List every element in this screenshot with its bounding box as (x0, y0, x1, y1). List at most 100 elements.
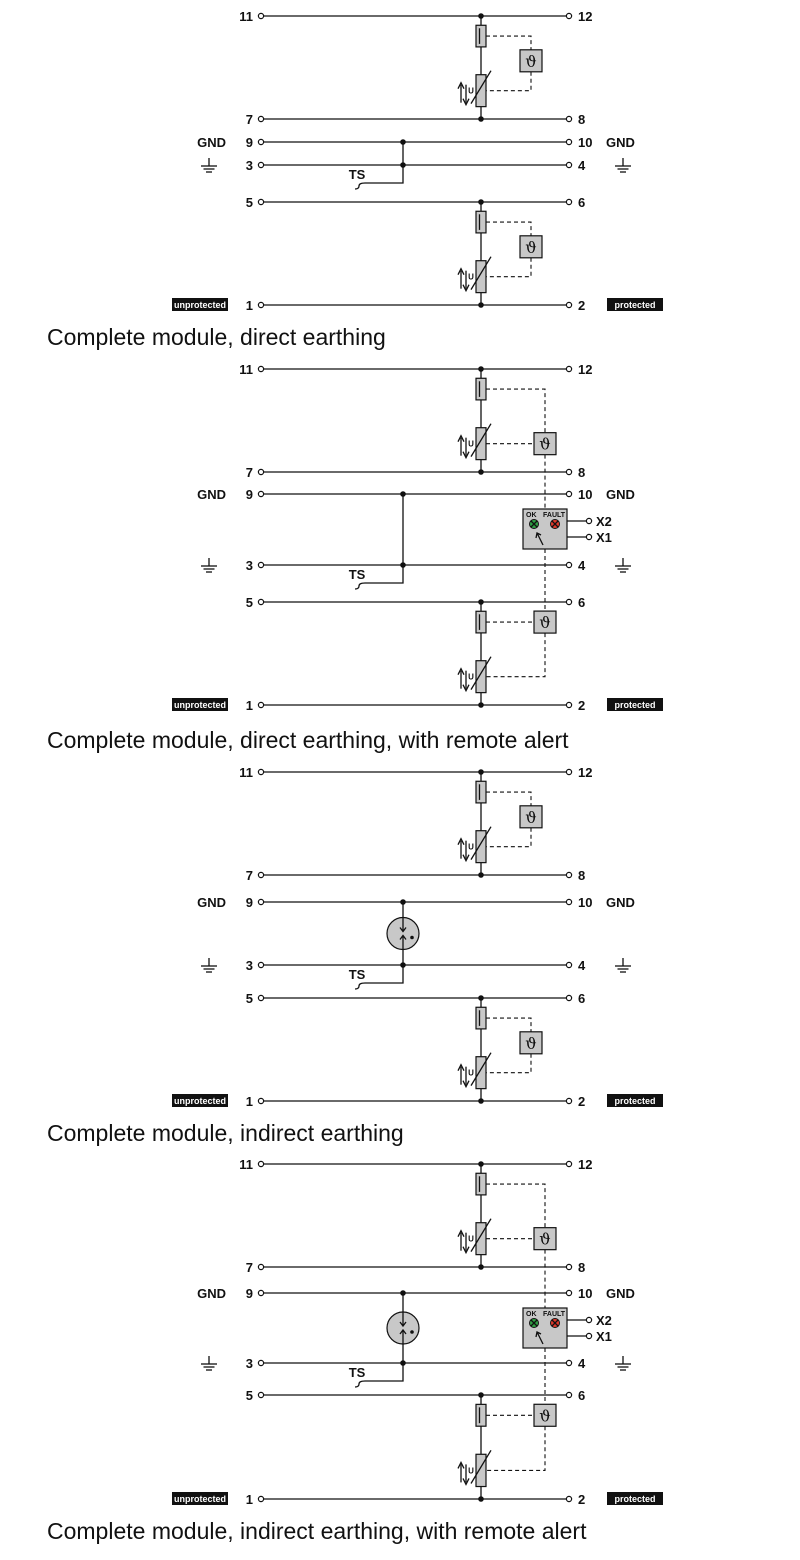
u-symbol: U (468, 1466, 474, 1475)
terminal-label-3: 3 (246, 558, 253, 573)
unprotected-tag-text: unprotected (174, 700, 226, 710)
ground-icon (201, 558, 217, 573)
protected-tag-text: protected (614, 1494, 655, 1504)
varistor-slash (470, 1218, 492, 1252)
ts-label: TS (349, 1365, 366, 1380)
terminal-7 (257, 468, 265, 476)
terminal-label-11: 11 (239, 765, 253, 780)
ts-wire (354, 165, 404, 190)
thermal-sensor-icon: ϑ (519, 235, 543, 259)
arrow-head (462, 451, 470, 460)
varistor-icon (475, 74, 487, 108)
arrow-head (457, 1229, 465, 1237)
terminal-label-10: 10 (578, 895, 592, 910)
theta-symbol: ϑ (525, 238, 536, 257)
terminal-label-2: 2 (578, 1094, 585, 1109)
terminal-3 (257, 961, 265, 969)
gdt-dot (410, 1330, 414, 1334)
terminal-label-12: 12 (578, 362, 592, 377)
terminal-1 (257, 701, 265, 709)
terminal-3 (257, 161, 265, 169)
x2-label: X2 (596, 514, 612, 529)
ok-label: OK (526, 512, 537, 519)
terminal-9 (257, 1289, 265, 1297)
terminal-6 (565, 598, 573, 606)
arrow-head (457, 667, 465, 675)
terminal-11 (257, 12, 265, 20)
thermal-sensor-box (519, 805, 543, 829)
protection-branch: U (457, 1164, 492, 1267)
gnd-label-left: GND (197, 135, 226, 150)
protected-tag-text: protected (614, 1096, 655, 1106)
protected-tag-bg (607, 698, 663, 711)
gnd-label-left: GND (197, 895, 226, 910)
unprotected-tag-text: unprotected (174, 300, 226, 310)
ts-label: TS (349, 567, 366, 582)
terminal-label-3: 3 (246, 958, 253, 973)
fuse-icon (475, 1006, 487, 1030)
thermal-sensor-icon: ϑ (533, 1227, 557, 1251)
varistor-slash (470, 423, 492, 457)
terminal-12 (565, 365, 573, 373)
u-symbol: U (468, 1069, 474, 1078)
terminal-9 (257, 138, 265, 146)
varistor-icon (475, 660, 487, 694)
varistor-icon (475, 1222, 487, 1256)
terminal-label-11: 11 (239, 9, 253, 24)
terminal-1 (257, 1097, 265, 1105)
terminal-7 (257, 871, 265, 879)
ts-switch-icon: TS (349, 565, 404, 590)
terminal-11 (257, 365, 265, 373)
terminal-label-1: 1 (246, 1094, 253, 1109)
terminal-5 (257, 198, 265, 206)
ts-label: TS (349, 167, 366, 182)
terminal-label-2: 2 (578, 298, 585, 313)
thermal-sensor-icon: ϑ (519, 805, 543, 829)
varistor-icon (475, 427, 487, 461)
terminal-8 (565, 468, 573, 476)
terminal-12 (565, 12, 573, 20)
terminal-7 (257, 1263, 265, 1271)
gnd-label-left: GND (197, 1286, 226, 1301)
terminal-11 (257, 1160, 265, 1168)
terminal-label-4: 4 (578, 558, 586, 573)
terminal-label-4: 4 (578, 958, 586, 973)
terminal-3 (257, 561, 265, 569)
ts-wire (354, 965, 404, 990)
terminal-label-3: 3 (246, 1356, 253, 1371)
terminal-label-5: 5 (246, 195, 253, 210)
unprotected-tag: unprotected (172, 1492, 228, 1505)
relay-contact (535, 1331, 544, 1345)
thermal-sensor-icon: ϑ (533, 432, 557, 456)
thermal-link-upper-fuse (486, 1183, 546, 1228)
diagram-caption: Complete module, direct earthing, with r… (47, 727, 569, 753)
ok-led-cross (530, 1319, 538, 1327)
protection-branch: U (457, 998, 492, 1101)
u-symbol: U (468, 1235, 474, 1244)
fuse-icon (475, 1403, 487, 1427)
ground-icon (615, 158, 631, 173)
x1-terminal (585, 1332, 593, 1340)
terminal-2 (565, 1097, 573, 1105)
thermal-sensor-box (519, 235, 543, 259)
gnd-label-right: GND (606, 895, 635, 910)
terminal-7 (257, 115, 265, 123)
ok-led-cross (530, 520, 538, 528)
gas-discharge-tube-icon (386, 916, 420, 951)
protected-tag: protected (607, 1492, 663, 1505)
voltage-arrows-icon: U (457, 837, 474, 863)
unprotected-tag: unprotected (172, 698, 228, 711)
terminal-2 (565, 1495, 573, 1503)
varistor-slash (470, 1449, 492, 1484)
terminal-label-6: 6 (578, 195, 585, 210)
unprotected-tag-text: unprotected (174, 1494, 226, 1504)
arrow-head (462, 1080, 470, 1089)
voltage-arrows-icon: U (457, 434, 474, 460)
terminal-label-7: 7 (246, 465, 253, 480)
x1-terminal (585, 533, 593, 541)
terminal-1 (257, 1495, 265, 1503)
protection-branch: U (457, 16, 492, 119)
theta-symbol: ϑ (525, 808, 536, 827)
thermal-link-upper-fuse (486, 388, 546, 433)
